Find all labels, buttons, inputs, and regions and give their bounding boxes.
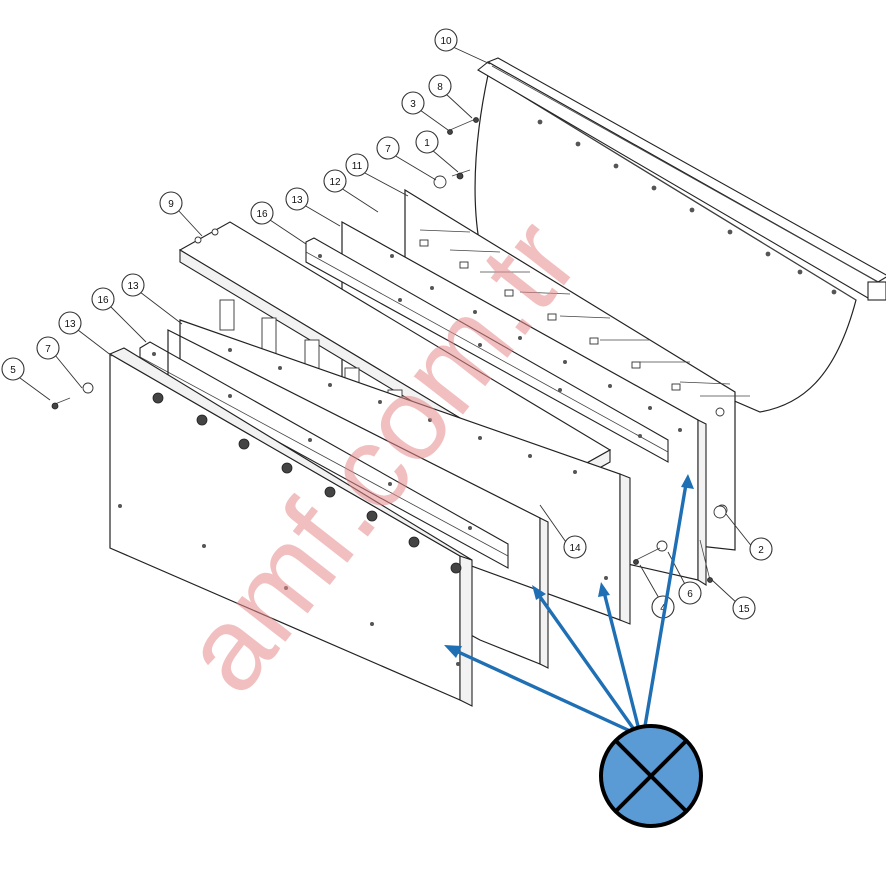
svg-text:16: 16	[256, 209, 268, 220]
svg-text:15: 15	[738, 604, 750, 615]
callout-15: 15	[732, 596, 756, 620]
arrow-head-1	[444, 645, 462, 658]
arrow-to-plate-4	[643, 482, 688, 728]
callout-13-rear: 13	[285, 187, 309, 211]
callout-3: 3	[401, 91, 425, 115]
svg-text:6: 6	[687, 589, 693, 600]
callout-9: 9	[159, 191, 183, 215]
callout-6: 6	[678, 581, 702, 605]
hardware	[51, 117, 727, 583]
callout-16-front: 16	[91, 287, 115, 311]
callout-14: 14	[563, 535, 587, 559]
arrow-to-plate-3	[602, 590, 640, 728]
callout-5: 5	[1, 357, 25, 381]
svg-text:13: 13	[64, 319, 76, 330]
callout-8: 8	[428, 74, 452, 98]
callout-1: 1	[415, 130, 439, 154]
svg-text:13: 13	[291, 195, 303, 206]
svg-text:14: 14	[569, 543, 581, 554]
svg-text:1: 1	[424, 138, 430, 149]
arrow-head-4	[681, 474, 694, 489]
callout-12: 12	[323, 169, 347, 193]
arrow-to-plate-2	[536, 592, 635, 730]
part-13-middle-plate	[179, 319, 631, 625]
svg-text:16: 16	[97, 295, 109, 306]
pointer-arrows	[444, 474, 694, 732]
svg-text:7: 7	[45, 344, 51, 355]
screw-3	[447, 129, 453, 135]
part-16-rear-bar	[305, 237, 669, 463]
svg-text:8: 8	[437, 82, 443, 93]
bolt-1	[456, 172, 464, 180]
callout-13-middle: 13	[121, 273, 145, 297]
callout-7-front: 7	[36, 336, 60, 360]
crossed-circle-symbol	[599, 724, 703, 828]
washer-7-front	[82, 382, 94, 394]
callout-13-front: 13	[58, 311, 82, 335]
callout-16-rear: 16	[250, 201, 274, 225]
svg-text:12: 12	[329, 177, 341, 188]
svg-text:3: 3	[410, 99, 416, 110]
svg-text:13: 13	[127, 281, 139, 292]
callout-10: 10	[434, 28, 458, 52]
svg-text:11: 11	[352, 161, 363, 172]
screw-5	[51, 402, 59, 410]
callout-2: 2	[749, 537, 773, 561]
washer-8	[473, 117, 479, 123]
svg-text:9: 9	[168, 199, 174, 210]
washer-7-top	[433, 175, 447, 189]
svg-text:10: 10	[440, 36, 452, 47]
screw-4	[633, 559, 639, 565]
washer-6	[656, 540, 668, 552]
arrow-to-front-plate	[452, 648, 630, 732]
arrow-head-3	[598, 582, 610, 597]
callout-11: 11	[345, 153, 369, 177]
svg-text:7: 7	[385, 144, 391, 155]
pin-15	[707, 577, 713, 583]
leader-lines	[19, 46, 754, 605]
bushing-2	[713, 505, 727, 519]
callout-7-top: 7	[376, 136, 400, 160]
svg-text:2: 2	[758, 545, 764, 556]
svg-text:5: 5	[10, 365, 16, 376]
arrow-head-2	[532, 585, 546, 600]
